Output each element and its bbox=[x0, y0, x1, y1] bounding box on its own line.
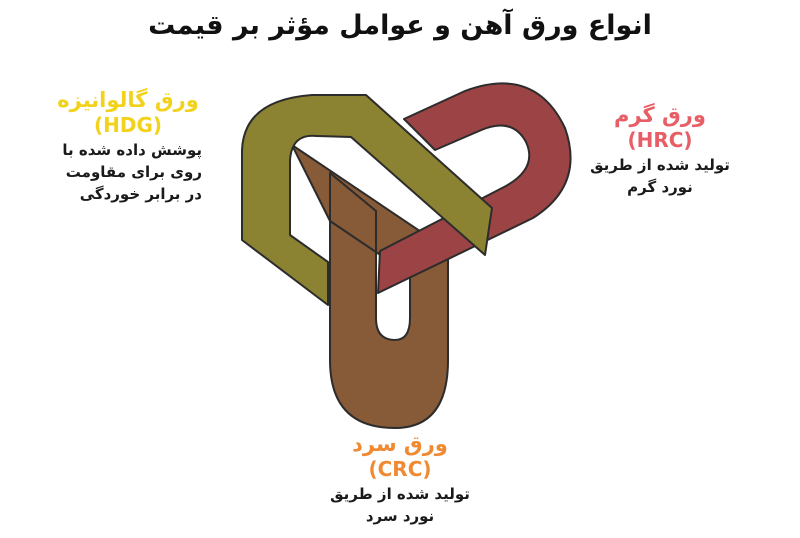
crc-description: تولید شده از طریق نورد سرد bbox=[290, 483, 510, 527]
hdg-desc-line: پوشش داده شده با bbox=[62, 141, 202, 159]
crc-heading: ورق سرد bbox=[352, 432, 448, 456]
hrc-desc-line: تولید شده از طریق bbox=[590, 156, 730, 174]
hrc-heading: ورق گرم bbox=[614, 103, 706, 127]
crc-desc-line: تولید شده از طریق bbox=[330, 485, 470, 503]
crc-block: ورق سرد (CRC) تولید شده از طریق نورد سرد bbox=[290, 432, 510, 527]
hrc-block: ورق گرم (HRC) تولید شده از طریق نورد گرم bbox=[580, 103, 740, 198]
hdg-code: (HDG) bbox=[93, 113, 163, 137]
page-title: انواع ورق آهن و عوامل مؤثر بر قیمت bbox=[148, 10, 652, 41]
hrc-description: تولید شده از طریق نورد گرم bbox=[580, 154, 740, 198]
hrc-band bbox=[377, 82, 572, 294]
hdg-description: پوشش داده شده با روی برای مقاومت در براب… bbox=[28, 139, 228, 205]
hdg-block: ورق گالوانیزه (HDG) پوشش داده شده با روی… bbox=[28, 88, 228, 205]
crc-band bbox=[291, 144, 449, 429]
hdg-desc-line: در برابر خوردگی bbox=[79, 185, 202, 203]
hdg-band bbox=[241, 94, 493, 306]
crc-code: (CRC) bbox=[368, 457, 432, 481]
hrc-desc-line: نورد گرم bbox=[627, 178, 693, 196]
hdg-desc-line: روی برای مقاومت bbox=[65, 163, 202, 181]
crc-desc-line: نورد سرد bbox=[365, 507, 435, 525]
hrc-code: (HRC) bbox=[627, 128, 693, 152]
hdg-heading: ورق گالوانیزه bbox=[57, 88, 199, 112]
